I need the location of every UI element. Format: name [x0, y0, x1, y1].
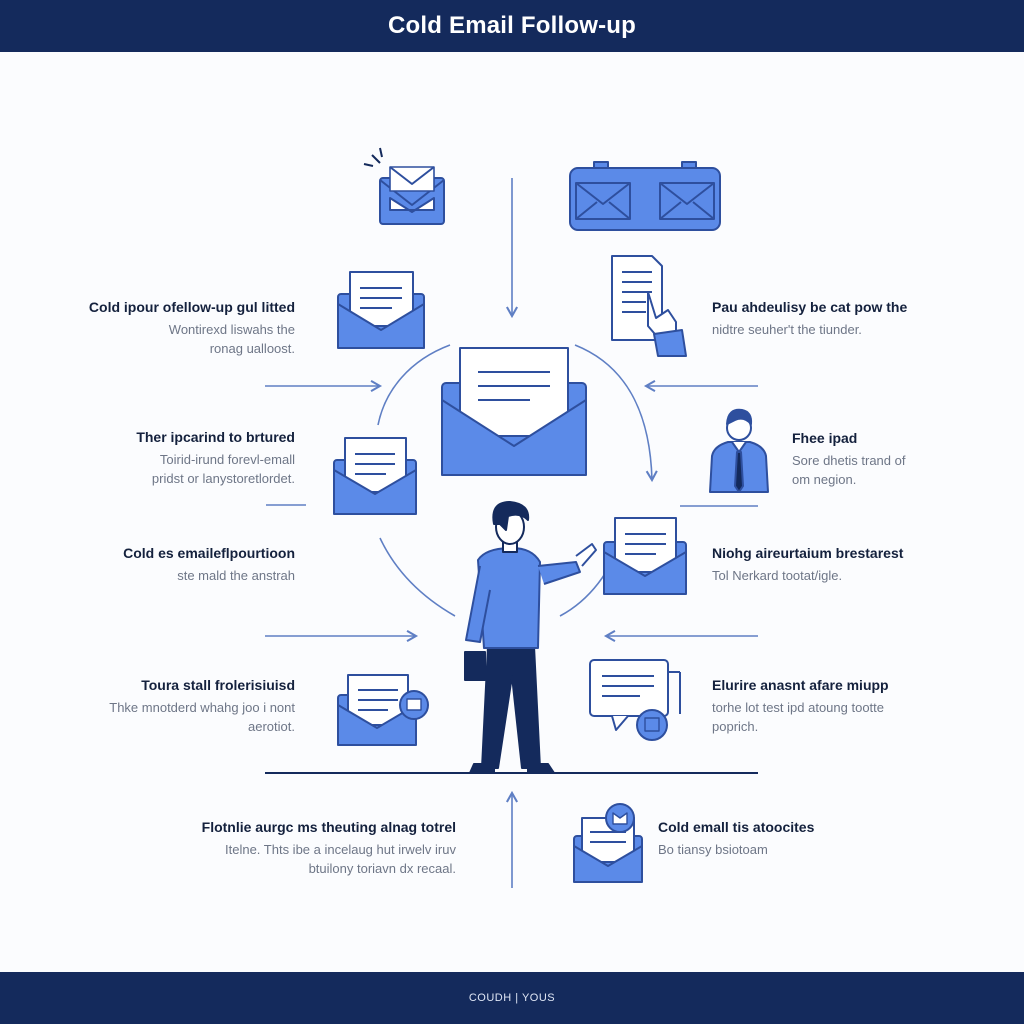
step-description: om negion. [792, 472, 857, 487]
footer-bar: COUDH | YOUS [0, 972, 1024, 1024]
step-heading: Ther ipcarind to brtured [136, 429, 295, 445]
step-description: poprich. [712, 719, 759, 734]
step-description: nidtre seuher't the tiunder. [712, 322, 862, 337]
step-description: ste mald the anstrah [177, 568, 295, 583]
step-label-right-1: Pau ahdeulisy be cat pow the nidtre seuh… [712, 298, 1024, 339]
step-description: btuilony toriavn dx recaal. [308, 861, 456, 876]
step-description: ronag ualloost. [209, 341, 295, 356]
step-description: Wontirexd liswahs the [168, 322, 295, 337]
step-description: aerotiot. [248, 719, 295, 734]
double-envelope-panel-icon [569, 161, 721, 231]
open-envelope-icon-left-2 [333, 437, 417, 515]
step-label-right-3: Niohg aireurtaium brestarest Tol Nerkard… [712, 544, 1024, 585]
step-description: Itelne. Thts ibe a incelaug hut irwelv i… [225, 842, 456, 857]
arc-top-right [574, 344, 658, 483]
arc-bottom-left [379, 537, 456, 617]
document-hand-icon [611, 255, 687, 357]
step-description: pridst or lanystoretlordet. [151, 471, 295, 486]
footer-text: COUDH | YOUS [468, 992, 556, 1004]
step-description: Toirid-irund forevl-emall [159, 452, 295, 467]
person-avatar-icon [709, 408, 769, 493]
step-heading: Niohg aireurtaium brestarest [712, 545, 904, 561]
diagram-canvas: Cold ipour ofellow-up gul litted Wontire… [0, 52, 1024, 972]
step-label-right-2: Fhee ipad Sore dhetis trand of om negion… [792, 429, 1024, 489]
step-heading: Cold emall tis atoocites [658, 819, 815, 835]
arc-top-left [377, 344, 451, 426]
open-envelope-icon-left-1 [337, 271, 425, 349]
arrow-connectors [265, 178, 758, 888]
step-label-bottom-right: Cold emall tis atoocites Bo tiansy bsiot… [658, 818, 978, 859]
central-person-illustration [464, 501, 597, 774]
step-description: torhe lot test ipd atoung tootte [712, 700, 885, 715]
step-heading: Cold ipour ofellow-up gul litted [88, 299, 295, 315]
step-description: Bo tiansy bsiotoam [658, 842, 768, 857]
open-envelope-icon-right-2 [603, 517, 687, 595]
step-label-left-3: Cold es emaileflpourtioon ste mald the a… [0, 544, 295, 585]
badge-envelope-icon-bottom [573, 803, 643, 883]
step-description: Sore dhetis trand of [792, 453, 906, 468]
chat-bubble-icon [589, 659, 681, 741]
step-heading: Flotnlie aurgc ms theuting alnag totrel [201, 819, 456, 835]
step-heading: Fhee ipad [792, 430, 858, 446]
step-heading: Pau ahdeulisy be cat pow the [712, 299, 908, 315]
badge-envelope-icon-left [337, 674, 429, 746]
step-label-bottom-left: Flotnlie aurgc ms theuting alnag totrel … [120, 818, 456, 878]
step-heading: Elurire anasnt afare miupp [712, 677, 889, 693]
sparkle-envelope-icon [363, 147, 445, 225]
step-label-left-1: Cold ipour ofellow-up gul litted Wontire… [0, 298, 295, 358]
step-heading: Toura stall frolerisiuisd [141, 677, 295, 693]
diagram-art [265, 147, 769, 888]
step-label-left-2: Ther ipcarind to brtured Toirid-irund fo… [0, 428, 295, 488]
step-description: Thke mnotderd whahg joo i nont [109, 700, 295, 715]
step-label-right-4: Elurire anasnt afare miupp torhe lot tes… [712, 676, 1024, 736]
page-title: Cold Email Follow-up [388, 12, 636, 39]
central-envelope-icon [441, 347, 587, 476]
step-label-left-4: Toura stall frolerisiuisd Thke mnotderd … [0, 676, 295, 736]
step-heading: Cold es emaileflpourtioon [123, 545, 295, 561]
title-bar: Cold Email Follow-up [0, 0, 1024, 52]
step-description: Tol Nerkard tootat/igle. [712, 568, 843, 583]
